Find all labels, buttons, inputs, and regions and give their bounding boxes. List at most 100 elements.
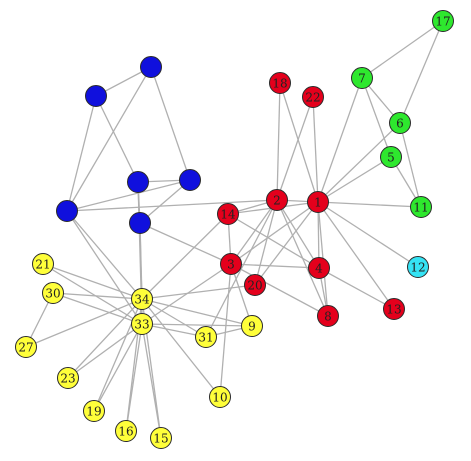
- node-circle: [269, 72, 291, 94]
- edge-6-11: [399, 122, 422, 208]
- edge-2-3: [230, 199, 278, 265]
- node-21[interactable]: 21: [32, 253, 54, 275]
- node-label: 7: [358, 72, 366, 86]
- node-circle: [383, 298, 405, 320]
- edge-1-13: [317, 201, 395, 310]
- node-20[interactable]: 20: [244, 274, 266, 296]
- edge-30-34: [52, 292, 143, 300]
- node-5[interactable]: 5: [380, 146, 402, 168]
- node-b1[interactable]: [85, 85, 107, 107]
- edge-27-34: [25, 298, 143, 348]
- node-label: 31: [198, 331, 213, 345]
- node-33[interactable]: 33: [131, 313, 153, 335]
- node-circle: [410, 196, 432, 218]
- node-3[interactable]: 3: [220, 253, 242, 275]
- node-label: 16: [118, 425, 133, 439]
- node-34[interactable]: 34: [131, 288, 153, 310]
- node-23[interactable]: 23: [57, 367, 79, 389]
- node-17[interactable]: 17: [432, 10, 454, 32]
- edge-23-33: [67, 323, 143, 379]
- edge-b2-b3: [150, 66, 191, 181]
- node-circle: [266, 189, 288, 211]
- edge-b3-b6: [66, 179, 191, 212]
- node-19[interactable]: 19: [83, 400, 105, 422]
- node-label: 23: [60, 372, 75, 386]
- node-circle: [85, 85, 107, 107]
- node-circle: [317, 305, 339, 327]
- node-circle: [32, 253, 54, 275]
- edge-2-b6: [66, 199, 278, 212]
- edge-3-8: [230, 263, 329, 317]
- edge-1-5: [317, 156, 392, 203]
- edge-23-34: [67, 298, 143, 379]
- node-11[interactable]: 11: [410, 196, 432, 218]
- edge-1-4: [317, 201, 320, 269]
- edge-7-17: [361, 20, 444, 79]
- node-circle: [127, 171, 149, 193]
- edge-21-33: [42, 263, 143, 325]
- node-31[interactable]: 31: [195, 326, 217, 348]
- node-30[interactable]: 30: [42, 282, 64, 304]
- node-circle: [195, 326, 217, 348]
- node-14[interactable]: 14: [217, 203, 239, 225]
- node-27[interactable]: 27: [15, 336, 37, 358]
- node-9[interactable]: 9: [241, 315, 263, 337]
- node-b5[interactable]: [127, 171, 149, 193]
- node-7[interactable]: 7: [351, 67, 373, 89]
- node-22[interactable]: 22: [302, 86, 324, 108]
- node-label: 14: [220, 208, 236, 222]
- node-circle: [115, 420, 137, 442]
- edge-4-14: [227, 213, 320, 269]
- node-label: 5: [387, 151, 395, 165]
- node-8[interactable]: 8: [317, 305, 339, 327]
- node-label: 9: [248, 320, 256, 334]
- node-b6[interactable]: [56, 200, 78, 222]
- node-label: 27: [18, 341, 33, 355]
- node-4[interactable]: 4: [308, 257, 330, 279]
- node-label: 17: [435, 15, 450, 29]
- node-label: 21: [35, 258, 50, 272]
- edge-2-4: [276, 199, 320, 269]
- edge-5-7: [361, 77, 392, 158]
- node-2[interactable]: 2: [266, 189, 288, 211]
- node-15[interactable]: 15: [150, 427, 172, 449]
- node-circle: [42, 282, 64, 304]
- node-circle: [57, 367, 79, 389]
- edge-14-34: [141, 213, 229, 300]
- node-circle: [389, 112, 411, 134]
- edge-b1-b6: [66, 95, 97, 212]
- edge-4-13: [318, 267, 395, 310]
- node-circle: [179, 169, 201, 191]
- node-circle: [217, 203, 239, 225]
- node-circle: [140, 56, 162, 78]
- node-label: 19: [86, 405, 101, 419]
- edge-b1-b5: [95, 95, 139, 183]
- node-label: 1: [314, 196, 322, 210]
- node-circle: [407, 256, 429, 278]
- edge-20-34: [141, 284, 256, 300]
- node-12[interactable]: 12: [407, 256, 429, 278]
- node-13[interactable]: 13: [383, 298, 405, 320]
- node-label: 11: [413, 201, 428, 215]
- node-circle: [351, 67, 373, 89]
- node-16[interactable]: 16: [115, 420, 137, 442]
- node-b4[interactable]: [129, 212, 151, 234]
- edge-1-3: [230, 201, 319, 265]
- edge-b6-34: [66, 210, 143, 300]
- edge-30-33: [52, 292, 143, 325]
- node-label: 15: [153, 432, 168, 446]
- edge-b2-b6: [66, 66, 152, 212]
- edge-9-34: [141, 298, 253, 327]
- edge-2-31: [205, 199, 278, 338]
- node-label: 20: [247, 279, 262, 293]
- node-b3[interactable]: [179, 169, 201, 191]
- node-6[interactable]: 6: [389, 112, 411, 134]
- node-18[interactable]: 18: [269, 72, 291, 94]
- node-10[interactable]: 10: [209, 386, 231, 408]
- node-label: 8: [324, 310, 332, 324]
- node-b2[interactable]: [140, 56, 162, 78]
- node-1[interactable]: 1: [307, 191, 329, 213]
- edge-1-22: [312, 96, 319, 203]
- node-circle: [56, 200, 78, 222]
